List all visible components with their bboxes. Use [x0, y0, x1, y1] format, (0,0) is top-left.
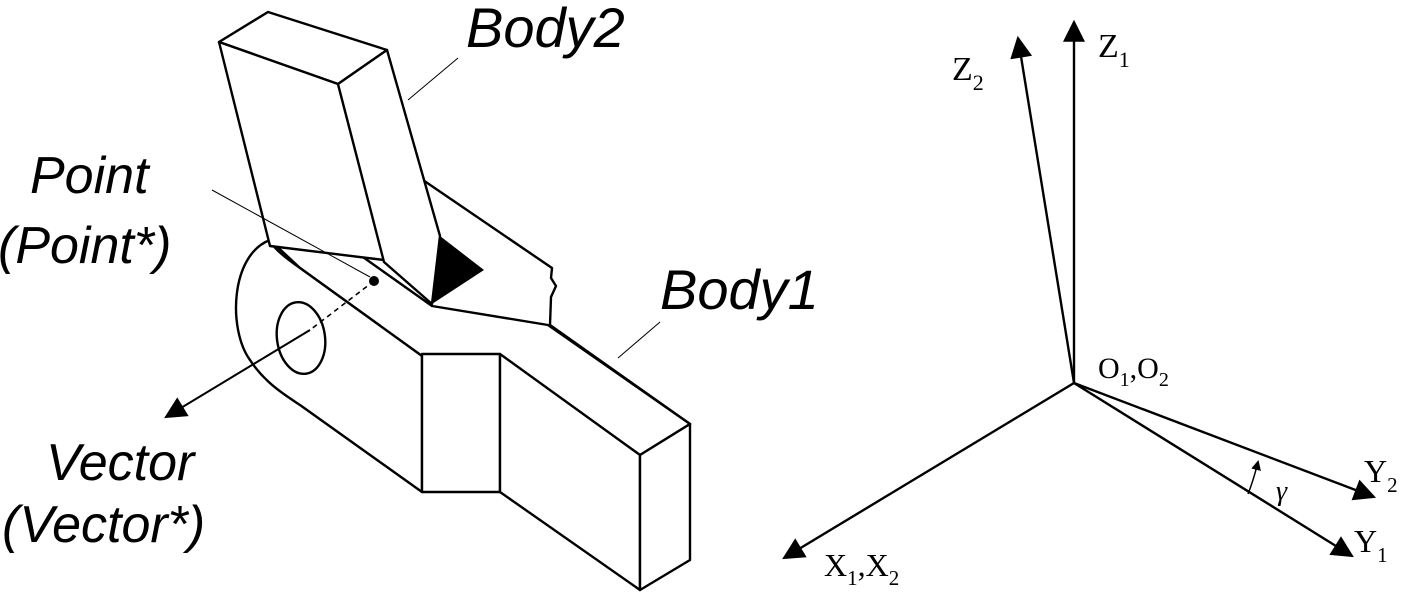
- body1-end-face: [638, 422, 692, 592]
- coordinate-frames: [782, 19, 1377, 560]
- point-sub-label: (Point*): [0, 217, 171, 275]
- y1-label: Y1: [1354, 523, 1388, 567]
- body1-hole: [275, 300, 327, 376]
- body2-leader: [407, 57, 459, 101]
- vector-sub-label: (Vector*): [2, 496, 205, 554]
- y2-label: Y2: [1364, 453, 1398, 497]
- point-leader: [211, 189, 371, 278]
- gamma-arc-arrow: [1247, 460, 1261, 495]
- body2: [217, 10, 484, 306]
- body1-front-face-a: [420, 352, 502, 494]
- body1-label: Body1: [660, 258, 819, 321]
- x-label: X1,X2: [824, 547, 899, 590]
- vector-dashed-line: [309, 280, 375, 331]
- vector-arrow: [164, 329, 311, 419]
- y1-axis: [1073, 381, 1354, 558]
- vector-label: Vector: [46, 434, 197, 492]
- z2-label: Z2: [952, 51, 984, 95]
- body1: [234, 176, 692, 592]
- point-label: Point: [30, 147, 151, 205]
- z2-axis: [1010, 35, 1076, 384]
- origin-label: O1,O2: [1098, 352, 1169, 391]
- body2-label: Body2: [466, 0, 625, 59]
- body1-eye-end: [234, 238, 424, 494]
- z1-label: Z1: [1098, 28, 1130, 72]
- y2-axis: [1073, 381, 1377, 501]
- x-axis: [782, 381, 1075, 560]
- gamma-label: γ: [1276, 476, 1288, 507]
- body1-leader: [617, 321, 661, 359]
- body2-shadow-wedge: [432, 236, 484, 304]
